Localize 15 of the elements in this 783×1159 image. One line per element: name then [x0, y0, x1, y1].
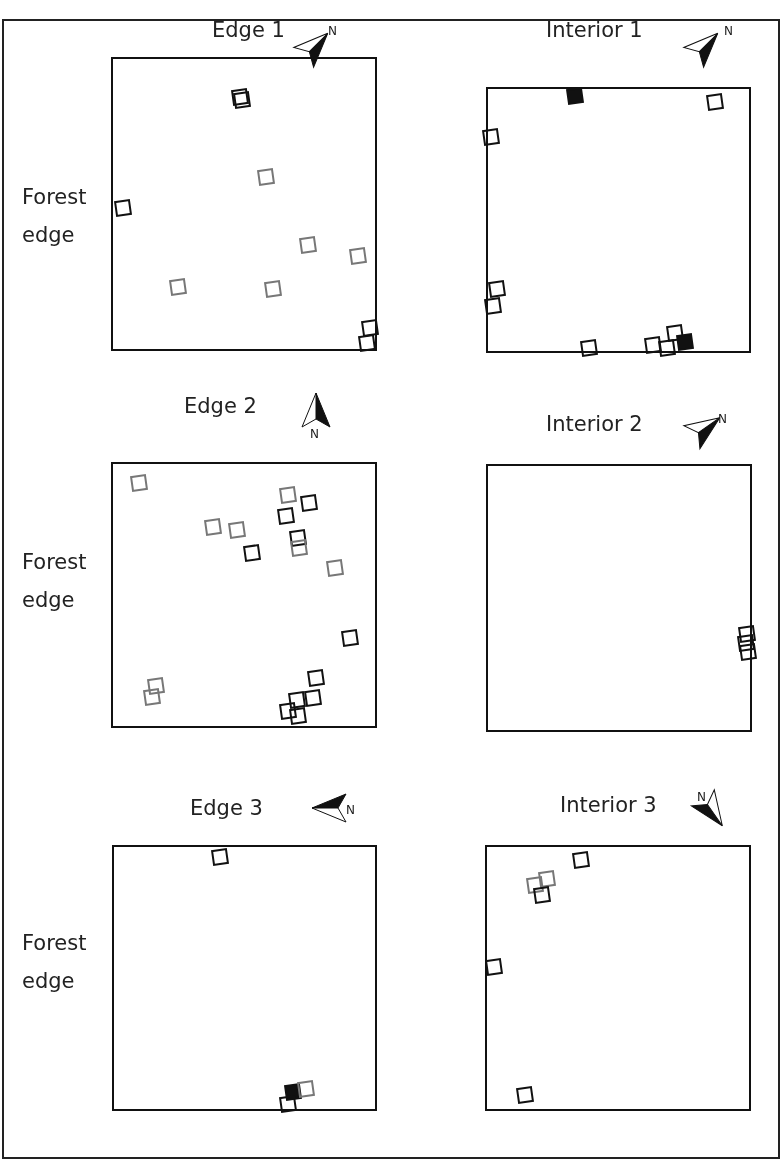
compass-letter: N	[724, 24, 733, 38]
side-label: Forest edge	[22, 549, 88, 614]
compass-letter: N	[310, 427, 319, 441]
side-label: Forest edge	[22, 930, 88, 995]
panel-title: Interior 3	[560, 792, 657, 818]
panel-title: Interior 1	[546, 17, 643, 43]
panel-title: Edge 3	[190, 795, 263, 821]
panel-title: Edge 1	[212, 17, 285, 43]
compass-letter: N	[346, 803, 355, 817]
side-label: Forest edge	[22, 184, 88, 249]
panel-title: Edge 2	[184, 393, 257, 419]
compass-letter: N	[697, 790, 706, 804]
compass-letter: N	[328, 24, 337, 38]
panel-title: Interior 2	[546, 411, 643, 437]
compass-letter: N	[718, 412, 727, 426]
